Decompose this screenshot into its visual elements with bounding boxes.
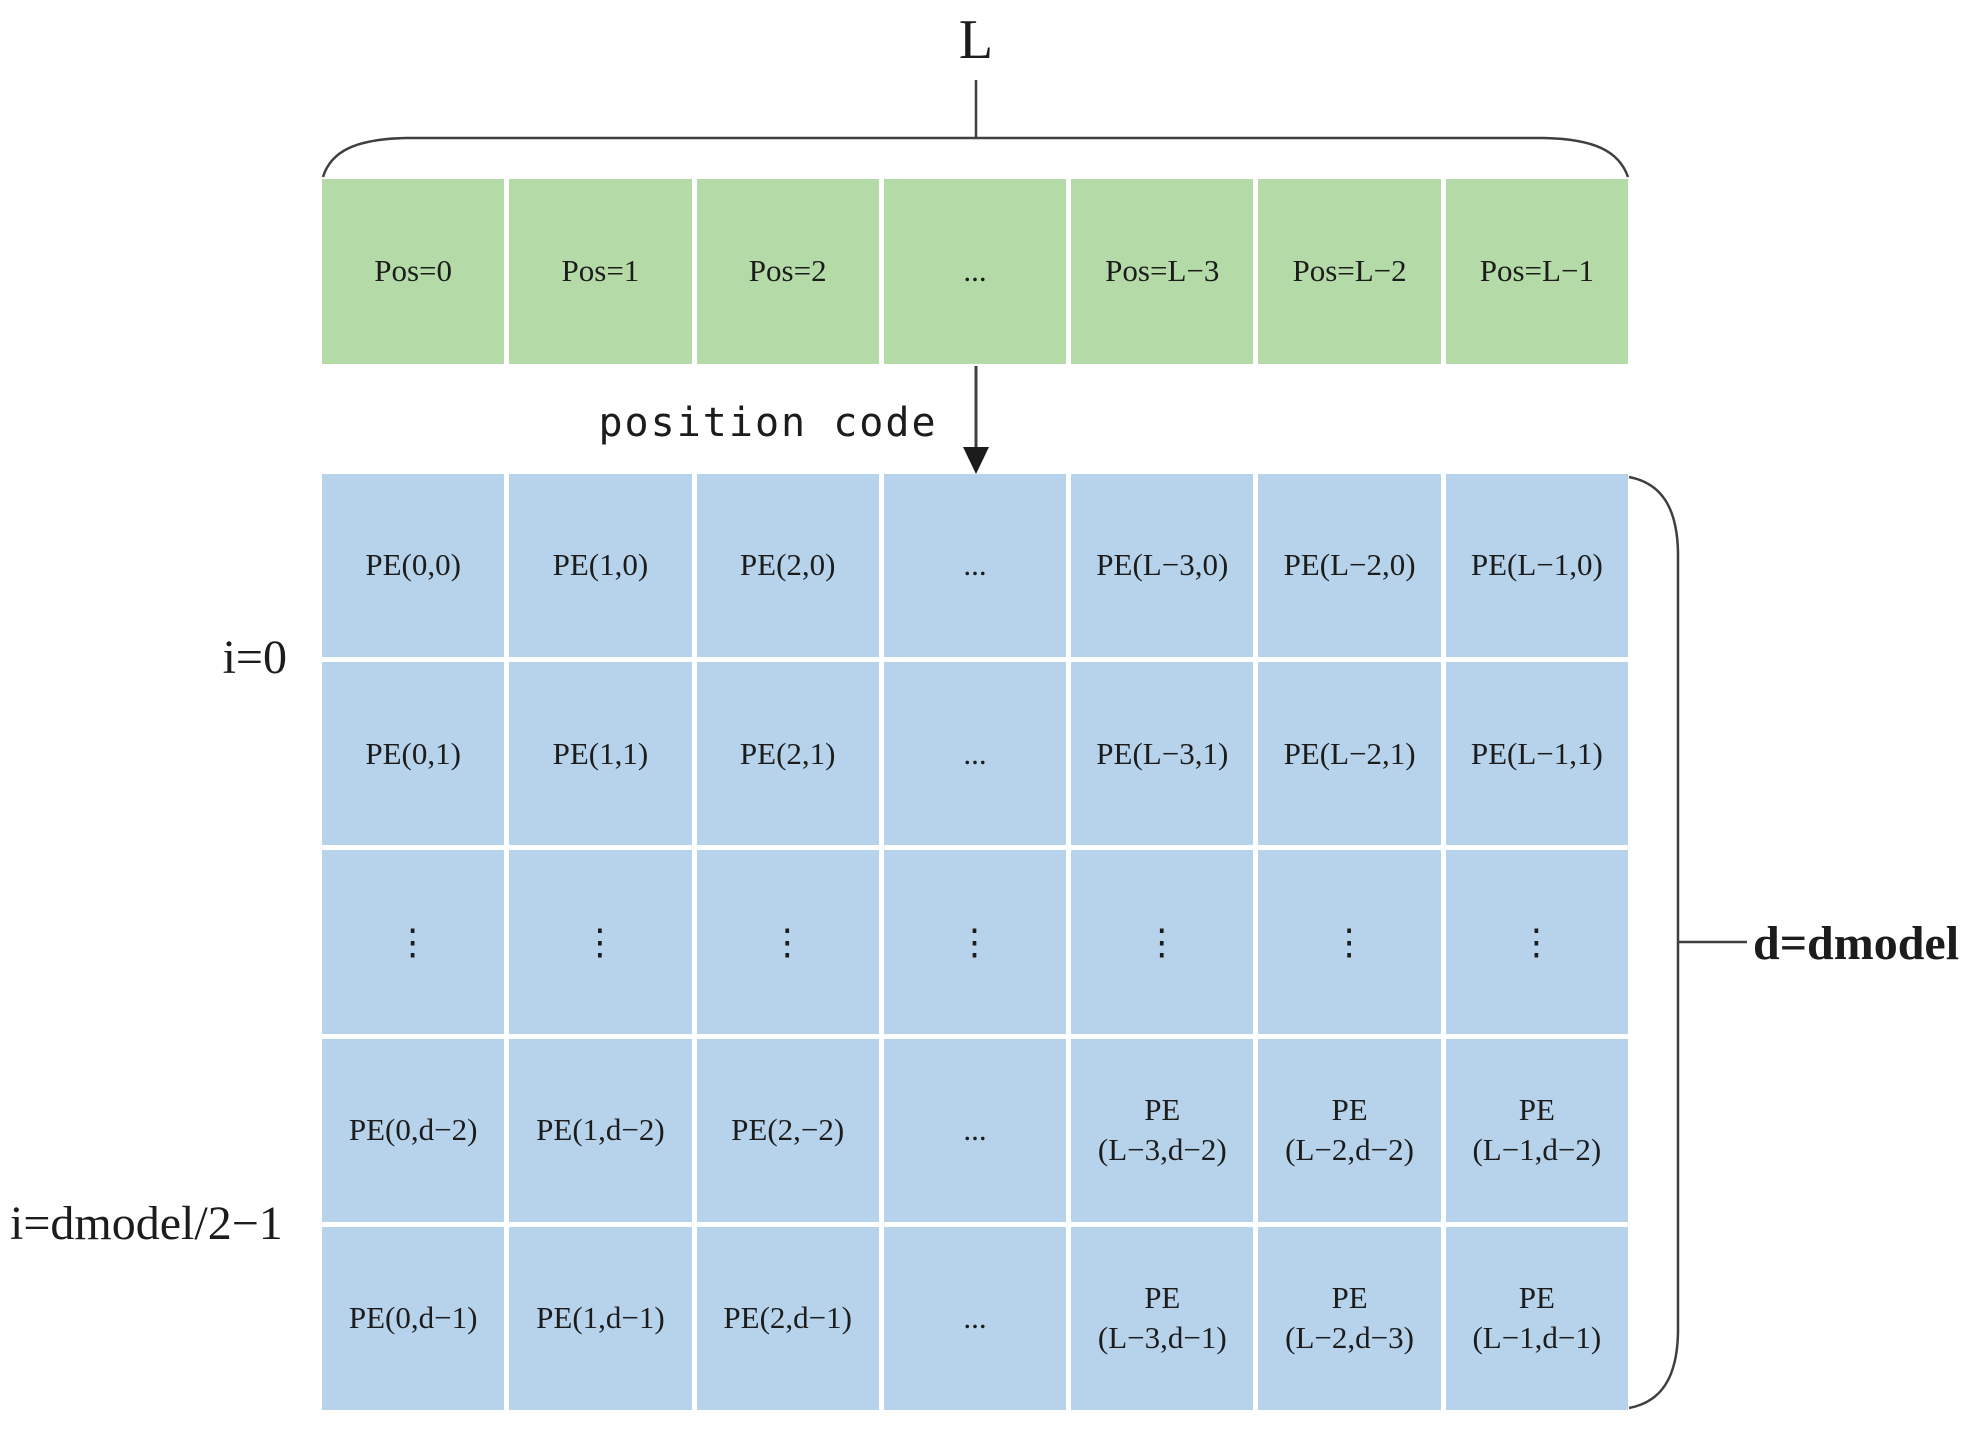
pe-cell: PE (L−1,d−2) [1445, 1038, 1628, 1222]
pe-cell: PE(L−3,1) [1071, 662, 1254, 846]
pe-cell: PE (L−3,d−1) [1071, 1226, 1254, 1410]
pe-cell: PE(0,d−2) [322, 1038, 505, 1222]
pos-cell: Pos=L−2 [1258, 179, 1441, 364]
pe-cell: ⋮ [1258, 850, 1441, 1034]
dmodel-label: d=dmodel [1753, 917, 1960, 970]
pe-cell: PE(0,d−1) [322, 1226, 505, 1410]
pe-cell: PE(1,d−2) [509, 1038, 692, 1222]
pe-cell: ... [883, 662, 1067, 846]
row-index-bottom-label: i=dmodel/2−1 [10, 1197, 283, 1250]
pe-cell: PE (L−2,d−3) [1258, 1226, 1441, 1410]
pe-cell: PE(L−1,1) [1445, 662, 1628, 846]
pe-cell: ⋮ [509, 850, 692, 1034]
pe-cell: PE (L−2,d−2) [1258, 1038, 1441, 1222]
pe-cell: ... [883, 474, 1067, 658]
pe-cell: ⋮ [322, 850, 505, 1034]
sequence-length-label: L [958, 9, 994, 71]
pe-cell: PE(2,−2) [696, 1038, 879, 1222]
pe-cell: PE (L−1,d−1) [1445, 1226, 1628, 1410]
pe-cell: PE(L−1,0) [1445, 474, 1628, 658]
pe-cell: PE(L−2,0) [1258, 474, 1441, 658]
pe-cell: PE(1,1) [509, 662, 692, 846]
pe-cell: PE(0,0) [322, 474, 505, 658]
pos-cell: Pos=L−1 [1445, 179, 1628, 364]
row-index-top-label: i=0 [222, 631, 287, 684]
pe-cell: ⋮ [1071, 850, 1254, 1034]
pe-cell: PE(L−3,0) [1071, 474, 1254, 658]
position-code-label: position code [598, 400, 938, 446]
pos-cell: Pos=0 [322, 179, 505, 364]
pe-cell: ⋮ [1445, 850, 1628, 1034]
top-brace [321, 136, 1630, 178]
pe-cell: PE(2,0) [696, 474, 879, 658]
arrow-head-icon [963, 447, 989, 474]
pe-cell: ... [883, 1226, 1067, 1410]
right-brace [1628, 475, 1680, 1410]
pe-cell: PE(2,1) [696, 662, 879, 846]
pos-cell: Pos=1 [509, 179, 692, 364]
pe-matrix: PE(0,0)PE(1,0)PE(2,0)...PE(L−3,0)PE(L−2,… [322, 474, 1628, 1410]
pe-cell: PE(2,d−1) [696, 1226, 879, 1410]
pos-cell: Pos=L−3 [1071, 179, 1254, 364]
pos-cell: Pos=2 [696, 179, 879, 364]
pe-cell: PE(0,1) [322, 662, 505, 846]
pos-cell: ... [883, 179, 1067, 364]
pe-cell: PE(1,0) [509, 474, 692, 658]
pe-cell: ⋮ [883, 850, 1067, 1034]
pe-cell: ... [883, 1038, 1067, 1222]
pe-cell: PE (L−3,d−2) [1071, 1038, 1254, 1222]
pe-cell: ⋮ [696, 850, 879, 1034]
pe-cell: PE(L−2,1) [1258, 662, 1441, 846]
pe-cell: PE(1,d−1) [509, 1226, 692, 1410]
